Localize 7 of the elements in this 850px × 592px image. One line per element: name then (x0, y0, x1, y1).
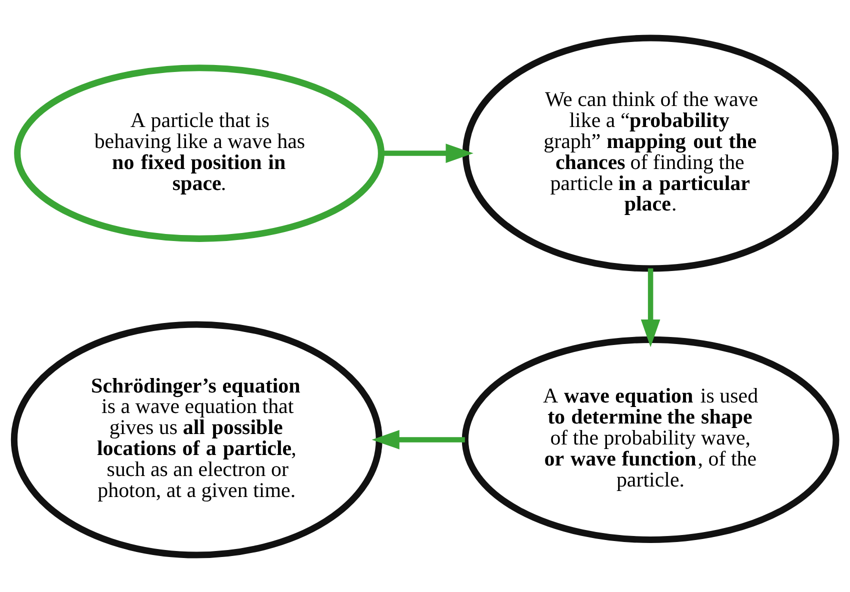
arrow (372, 430, 465, 449)
node-ellipse: A wave equation is used to determine the shape of the probability wave, or wave function, of the particle. (462, 336, 840, 543)
node-ellipse: Schrödinger’s equation is a wave equation that gives us all possible locations of a particle, such as an electron or photon, at a given time. (10, 320, 382, 558)
node-ellipse: A particle that is behaving like a wave has no fixed position in space. (14, 64, 384, 242)
node-ellipse: We can think of the wave like a “probability graph” mapping out the chances of finding the particle in a particular place. (462, 34, 839, 272)
arrow (381, 143, 474, 162)
arrow (640, 268, 660, 347)
